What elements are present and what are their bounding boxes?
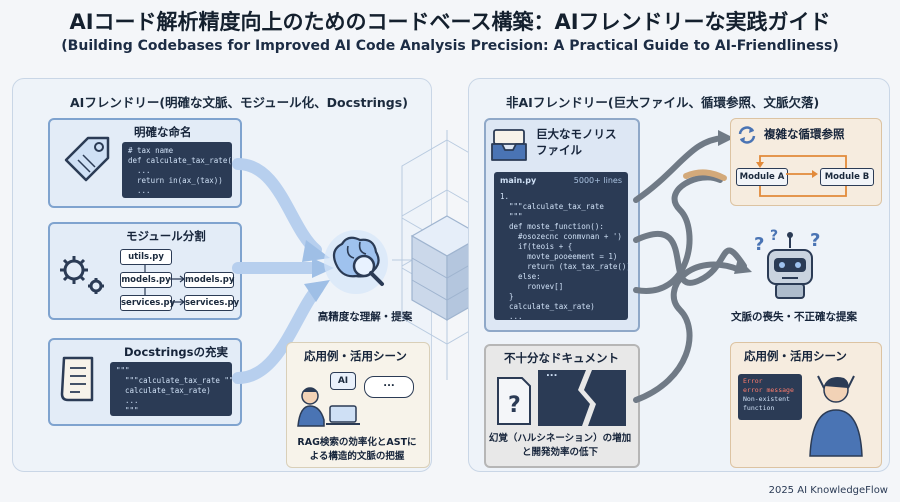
brain-magnifier-icon	[324, 230, 388, 294]
code-line: if(teois + {	[500, 242, 573, 251]
file-box: utils.py	[120, 249, 172, 265]
code-line: """	[500, 212, 523, 221]
error-line: Error	[743, 377, 763, 385]
code-line: 1.	[500, 192, 510, 201]
modules-title: モジュール分割	[126, 229, 206, 243]
footer-credit: 2025 AI KnowledgeFlow	[768, 485, 888, 496]
caption-line: RAG検索の効率化とASTに	[297, 437, 417, 448]
code-line: return in(ax_(tax))	[128, 176, 223, 185]
code-line: """	[116, 366, 130, 375]
file-box: models.py	[120, 272, 172, 288]
code-line: def moste_function():	[500, 222, 604, 231]
inbox-tray-icon	[491, 129, 527, 161]
file-box: models.py	[184, 272, 234, 288]
ai-speech-bubble: AI	[330, 372, 356, 390]
code-line: """calculate_tax_rate	[500, 202, 604, 211]
insufficient-docs-caption: 幻覚（ハルシネーション）の増加と開発効率の低下	[484, 430, 636, 458]
scroll-document-icon	[60, 356, 94, 402]
code-line: else:	[500, 272, 541, 281]
caption-line: よる構造的文脈の把握	[309, 451, 405, 462]
svg-text:?: ?	[770, 228, 778, 244]
left-usecase-title: 応用例・活用シーン	[304, 349, 407, 363]
dots-speech-bubble: ...	[364, 376, 414, 398]
caption-line: と開発効率の低下	[521, 447, 598, 458]
confused-robot-icon: ? ? ?	[754, 228, 820, 299]
left-usecase-caption: RAG検索の効率化とASTによる構造的文脈の把握	[288, 434, 426, 462]
file-box: services.py	[184, 295, 239, 311]
code-line: #osozecnc conmvnan + ')	[500, 232, 622, 241]
right-usecase-title: 応用例・活用シーン	[744, 349, 847, 363]
code-line: calculate_tax_rate)	[500, 302, 595, 311]
circular-ref-card	[730, 118, 882, 206]
ai-friendly-heading: AIフレンドリー(明確な文脈、モジュール化、Docstrings)	[70, 95, 408, 110]
broken-document-icon: ?	[497, 370, 626, 426]
left-usecase-card	[286, 342, 430, 468]
title-line: 巨大なモノリス	[536, 127, 617, 141]
code-line: # tax name	[128, 146, 174, 155]
frustrated-person-icon	[809, 375, 863, 457]
error-line: error message	[743, 386, 794, 394]
title-line: ファイル	[536, 143, 582, 157]
person-laptop-icon	[297, 387, 360, 427]
tag-icon	[64, 136, 110, 182]
insufficient-docs-title: 不十分なドキュメント	[504, 351, 619, 365]
circular-ref-title: 複雑な循環参照	[764, 127, 845, 141]
page-title: AIコード解析精度向上のためのコードベース構築：AIフレンドリーな実践ガイド	[69, 10, 831, 34]
page-subtitle: (Building Codebases for Improved AI Code…	[61, 38, 839, 54]
code-line: ronvev[]	[500, 282, 564, 291]
code-line: calculate_tax_rate)	[116, 386, 211, 395]
cycle-arrows-icon	[738, 126, 756, 144]
code-line: ...	[116, 396, 139, 405]
docstrings-code-block: """ """calculate_tax_rate ""; calculate_…	[110, 362, 238, 416]
file-box: services.py	[120, 295, 175, 311]
high-precision-label: 高精度な理解・提案	[317, 311, 413, 323]
line-count-label: 5000+ lines	[573, 176, 622, 185]
code-line: ...	[128, 186, 151, 195]
svg-text:?: ?	[810, 230, 820, 251]
code-line: def calculate_tax_rate():	[128, 156, 241, 165]
svg-text:?: ?	[754, 234, 764, 255]
code-line: """	[116, 406, 139, 415]
docstrings-title: Docstringsの充実	[124, 345, 228, 359]
filename-label: main.py	[500, 176, 537, 185]
gears-icon	[60, 256, 104, 294]
code-line: ...	[500, 312, 523, 321]
context-loss-label: 文脈の喪失・不正確な提案	[731, 311, 857, 323]
non-ai-friendly-heading: 非AIフレンドリー(巨大ファイル、循環参照、文脈欠落)	[506, 95, 820, 110]
error-line: function	[743, 404, 775, 412]
error-screen: Error error message Non-existent functio…	[738, 374, 802, 420]
svg-text:?: ?	[508, 393, 521, 418]
module-a-box: Module A	[736, 168, 788, 186]
error-line: Non-existent	[743, 395, 790, 403]
module-b-box: Module B	[820, 168, 874, 186]
code-line: return (tax_tax_rate())	[500, 262, 631, 271]
code-line: }	[500, 292, 514, 301]
caption-line: 幻覚（ハルシネーション）の増加	[488, 433, 632, 444]
naming-title: 明確な命名	[134, 125, 192, 139]
code-line: movte_pooeement = 1)	[500, 252, 618, 261]
docs-dots: ...	[546, 368, 558, 379]
code-line: ...	[128, 166, 151, 175]
monolith-title: 巨大なモノリスファイル	[536, 126, 617, 158]
